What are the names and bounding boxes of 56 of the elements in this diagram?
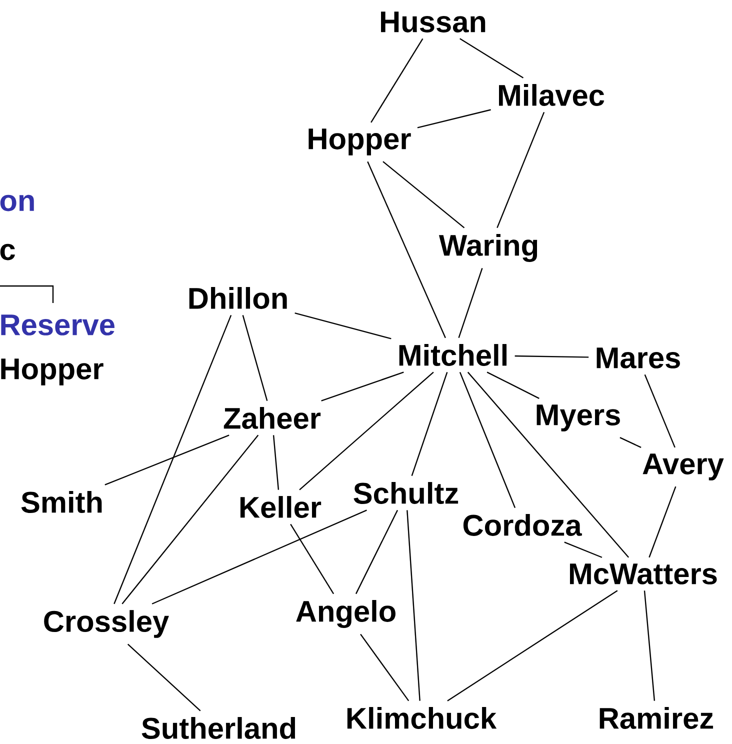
connector-line (496, 112, 545, 228)
label-text: on (0, 194, 34, 212)
name-label: Hussan (381, 12, 486, 32)
connector-line (417, 109, 491, 128)
name-label: Schultz (354, 482, 458, 504)
connector-line (299, 372, 434, 490)
name-label: Waring (438, 234, 538, 262)
connector-line (460, 38, 524, 78)
connector-line (458, 268, 483, 338)
connector-line (122, 434, 259, 604)
connector-line (620, 437, 642, 448)
name-label: Avery (642, 454, 724, 480)
connector-line (459, 372, 516, 508)
label-text: Reserve (1, 314, 114, 336)
connector-line (644, 590, 656, 701)
name-label: Milavec (499, 84, 604, 106)
connector-line (648, 486, 676, 558)
connector-line (321, 372, 404, 402)
connector-line (272, 435, 280, 490)
name-label: Klimchuck (347, 707, 497, 729)
connector-line (564, 542, 602, 558)
name-label: Keller (240, 496, 322, 518)
connector-line (467, 372, 630, 558)
name-label: Mitchell (399, 344, 507, 366)
name-label: Sutherland (142, 717, 296, 739)
connector-line (294, 312, 392, 340)
connector-line (447, 590, 618, 702)
name-label: McWatters (570, 564, 717, 584)
name-label: Angelo (296, 600, 396, 628)
name-label: Hopper (308, 128, 411, 156)
connector-line (406, 510, 420, 701)
label-text: Hopper (1, 358, 104, 386)
connector-line (242, 315, 268, 401)
connector-line (290, 524, 334, 594)
connector-line (382, 161, 465, 228)
connector-line (360, 634, 410, 702)
connector-line (486, 372, 540, 399)
connector-line (514, 355, 589, 358)
connector-line (644, 374, 676, 448)
connector-line (114, 314, 232, 604)
name-label: Mares (596, 348, 680, 368)
name-label: Zaheer (224, 407, 321, 429)
connector-line (104, 434, 230, 486)
name-label: Myers (536, 404, 620, 432)
connector-line (370, 38, 424, 123)
name-label: Ramirez (600, 707, 714, 729)
name-label: Crossley (44, 610, 169, 638)
name-label: Cordoza (463, 514, 582, 536)
connector-line (411, 372, 448, 476)
connector-line (355, 510, 398, 594)
name-label: Smith (21, 491, 102, 513)
connector-line (127, 644, 201, 712)
name-label: Dhillon (189, 287, 287, 309)
label-text: c (0, 244, 15, 260)
connector-line (367, 161, 446, 338)
connector-line (152, 510, 367, 604)
